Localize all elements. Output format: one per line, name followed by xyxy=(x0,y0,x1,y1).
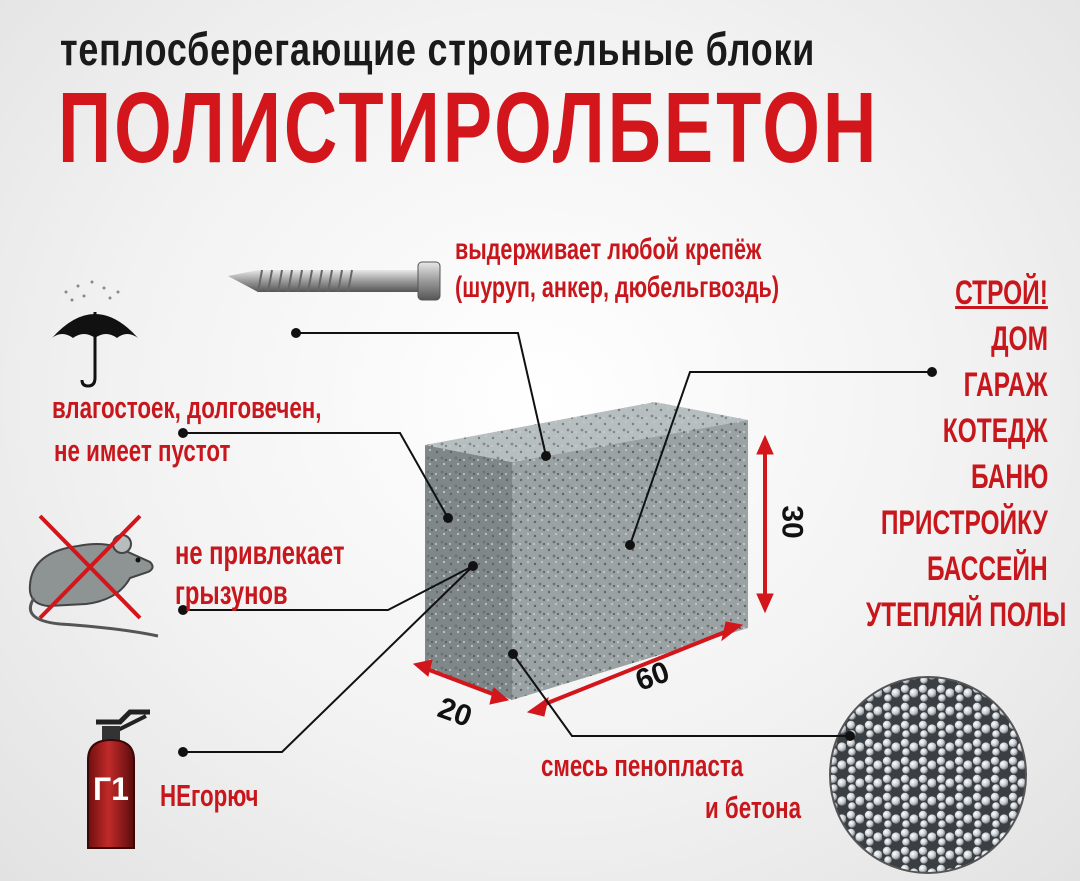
main-title: ПОЛИСТИРОЛБЕТОН xyxy=(58,72,880,184)
mix-text-line2: и бетона xyxy=(705,790,801,825)
subtitle-heading: теплосберегающие строительные блоки xyxy=(60,23,816,75)
height-dimension-arrow xyxy=(756,434,774,614)
moisture-text-line2: не имеет пустот xyxy=(54,433,231,468)
fastener-text-line1: выдерживает любой крепёж xyxy=(455,233,762,266)
rodents-text-line1: не привлекает xyxy=(175,534,345,571)
concrete-block xyxy=(425,402,748,700)
length-dimension-arrow xyxy=(526,621,744,717)
build-list-item: КОТЕДЖ xyxy=(943,412,1048,450)
moisture-text-line1: влагостоек, долговечен, xyxy=(52,390,322,425)
leader-lines xyxy=(183,332,932,753)
build-list: СТРОЙ! ДОМ ГАРАЖ КОТЕДЖ БАНЮ ПРИСТРОЙКУ … xyxy=(788,270,1067,638)
foam-beads-closeup xyxy=(829,676,1027,874)
fire-text: НЕгорюч xyxy=(160,778,259,813)
bolt-icon xyxy=(228,261,441,301)
build-list-heading: СТРОЙ! xyxy=(955,274,1048,312)
build-list-item: ПРИСТРОЙКУ xyxy=(881,504,1048,542)
width-dimension-arrow xyxy=(412,659,510,705)
fire-extinguisher-icon xyxy=(87,709,150,849)
build-list-item: БАНЮ xyxy=(970,458,1048,496)
rat-icon xyxy=(28,514,159,638)
fastener-text-line2: (шуруп, анкер, дюбельгвоздь) xyxy=(455,271,780,304)
mix-text-line1: смесь пенопласта xyxy=(541,748,744,783)
rodents-text-line2: грызунов xyxy=(175,574,288,611)
build-list-item: ГАРАЖ xyxy=(963,366,1048,404)
umbrella-icon xyxy=(52,280,138,388)
fire-class-label: Г1 xyxy=(93,771,129,807)
build-list-item: УТЕПЛЯЙ ПОЛЫ xyxy=(865,596,1067,634)
build-list-item: БАССЕЙН xyxy=(927,550,1048,588)
build-list-item: ДОМ xyxy=(991,320,1048,358)
